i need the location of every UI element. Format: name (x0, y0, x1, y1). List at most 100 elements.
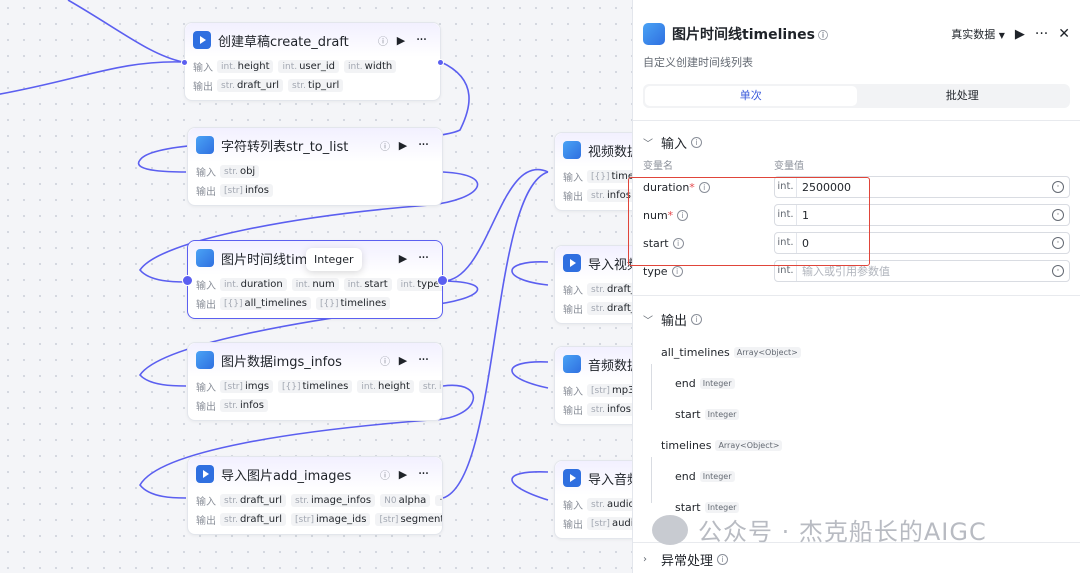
code-icon (643, 23, 665, 45)
run-button[interactable]: ▶ (1014, 26, 1025, 42)
node-inputs: 输入[str]mp3_url (555, 381, 632, 400)
divider (633, 542, 1080, 543)
output-port[interactable] (437, 275, 448, 286)
run-button[interactable]: ▶ (396, 33, 406, 47)
node-title: 音频数据 (588, 358, 632, 374)
input-port[interactable] (182, 275, 193, 286)
node-imgs-infos[interactable]: 图片数据imgs_infos ⓘ ▶ ··· 输入[str]imgs[{}]ti… (187, 342, 443, 421)
code-icon (563, 141, 581, 159)
info-icon: ⓘ (378, 36, 388, 48)
divider (633, 295, 1080, 296)
node-header: 创建草稿create_draft ⓘ ▶ ··· (185, 23, 440, 57)
info-icon: i (691, 313, 703, 325)
close-icon[interactable]: ✕ (1058, 26, 1070, 42)
chevron-down-icon: ﹀ (643, 138, 653, 150)
edge (442, 171, 549, 499)
input-port[interactable] (181, 59, 188, 66)
node-inputs: 输入[str]imgs[{}]timelinesint.heightstr.in… (188, 377, 442, 396)
more-button[interactable]: ··· (417, 137, 429, 153)
watermark: 公众号 · 杰克船长的AIGC (652, 512, 987, 547)
param-chip: [str]mp3_url (587, 384, 632, 397)
code-icon (196, 351, 214, 369)
more-params[interactable]: ··· (435, 495, 442, 506)
param-chip: [{}]timelines (316, 297, 391, 310)
info-icon: i (698, 181, 710, 193)
num-input[interactable]: int.1◦ (774, 204, 1070, 226)
param-chip: str.infos (587, 403, 632, 416)
type-input[interactable]: int.输入或引用参数值◦ (774, 260, 1070, 282)
param-chip: int.user_id (278, 60, 340, 73)
info-icon: i (691, 136, 703, 148)
run-button[interactable]: ▶ (398, 138, 408, 152)
node-header: 导入视频 (555, 246, 632, 280)
duration-input[interactable]: int.2500000◦ (774, 176, 1070, 198)
tab-single[interactable]: 单次 (645, 86, 857, 106)
node-title: 图片数据imgs_infos (221, 354, 342, 370)
edge (139, 171, 479, 283)
param-row-num: num*i int.1◦ (633, 201, 1080, 229)
info-icon: i (717, 553, 729, 565)
output-port[interactable] (437, 59, 444, 66)
variable-ref-icon[interactable]: ◦ (1052, 209, 1064, 221)
code-icon (563, 355, 581, 373)
play-icon (563, 469, 581, 487)
variable-ref-icon[interactable]: ◦ (1052, 237, 1064, 249)
more-button[interactable]: ··· (417, 466, 429, 482)
run-mode-tabs: 单次 批处理 (643, 84, 1070, 108)
node-title: 视频数据 (588, 144, 632, 160)
run-button[interactable]: ▶ (398, 251, 408, 265)
param-chip: int.num (291, 278, 339, 291)
tab-batch[interactable]: 批处理 (945, 89, 979, 102)
param-chip: [{}]timelines (278, 380, 353, 393)
more-button[interactable]: ··· (415, 32, 427, 48)
run-button[interactable]: ▶ (398, 353, 408, 367)
start-input[interactable]: int.0◦ (774, 232, 1070, 254)
info-icon: i (677, 209, 689, 221)
play-icon (193, 31, 211, 49)
edge (511, 471, 549, 501)
chevron-down-icon: ▼ (998, 31, 1005, 40)
variable-ref-icon[interactable]: ◦ (1052, 265, 1064, 277)
tree-line (651, 364, 652, 410)
param-chip: int.height (357, 380, 414, 393)
param-row-duration: duration*i int.2500000◦ (633, 173, 1080, 201)
chevron-right-icon: › (643, 553, 647, 565)
more-button[interactable]: ··· (417, 250, 429, 266)
param-chip: str.audio_in (587, 498, 632, 511)
param-chip: [{}]timeline (587, 170, 632, 183)
node-title: 字符转列表str_to_list (221, 139, 349, 155)
data-mode-select[interactable]: 真实数据 ▼ (951, 28, 1005, 41)
variable-ref-icon[interactable]: ◦ (1052, 181, 1064, 193)
node-title: 导入图片add_images (221, 468, 352, 484)
more-button[interactable]: ··· (417, 352, 429, 368)
more-button[interactable]: ··· (1034, 26, 1049, 42)
run-button[interactable]: ▶ (398, 467, 408, 481)
